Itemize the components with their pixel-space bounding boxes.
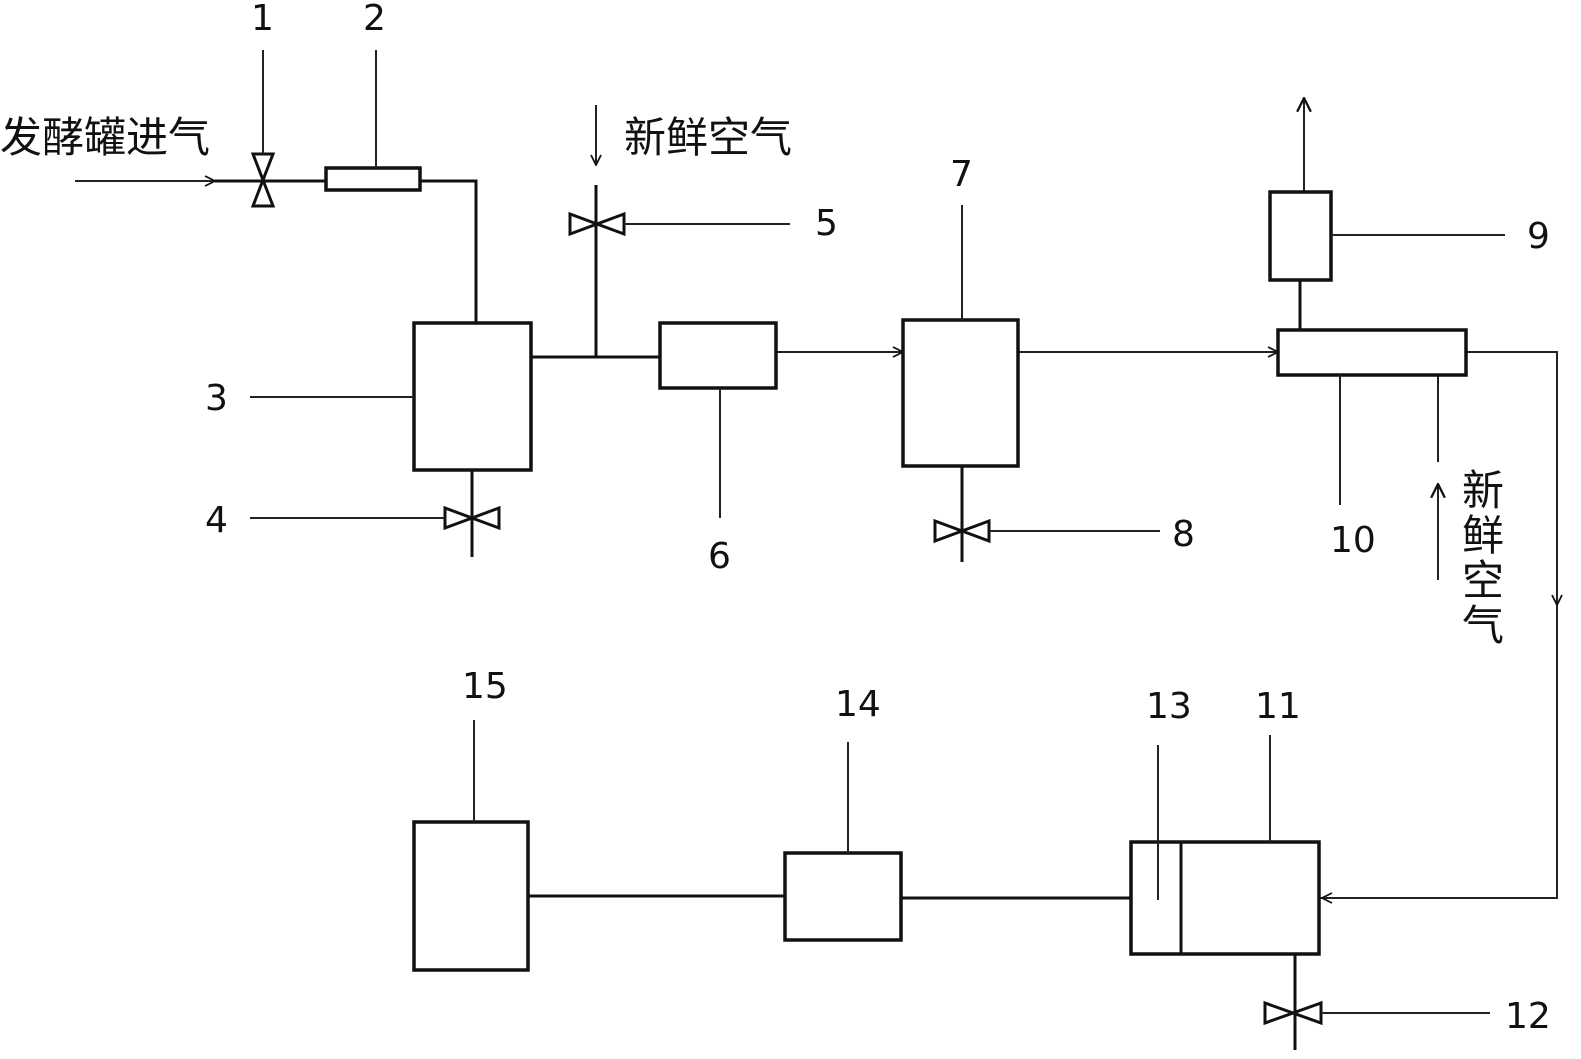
fresh-air-vertical-char-4: 气 (1462, 601, 1504, 650)
valve-12 (1263, 1000, 1323, 1026)
component-9-box (1268, 190, 1333, 282)
component-11-box (1129, 840, 1321, 956)
component-14-box (783, 851, 903, 942)
component-7-box (901, 318, 1020, 468)
label-1: 1 (251, 0, 274, 39)
label-15: 15 (462, 666, 508, 707)
label-9: 9 (1527, 216, 1550, 257)
valve-1 (250, 152, 276, 208)
label-6: 6 (708, 536, 731, 577)
label-5: 5 (815, 203, 838, 244)
label-11: 11 (1255, 686, 1301, 727)
component-10-box (1276, 328, 1468, 377)
component-2-box (324, 166, 422, 192)
label-4: 4 (205, 500, 228, 541)
fresh-air-label-vertical: 新 鲜 空 气 (1462, 466, 1504, 650)
label-10: 10 (1330, 520, 1376, 561)
label-2: 2 (363, 0, 386, 39)
pipe-10-to-11 (1320, 351, 1558, 899)
component-15-box (412, 820, 530, 972)
inlet-label: 发酵罐进气 (0, 113, 210, 162)
label-3: 3 (205, 378, 228, 419)
fresh-air-vertical-char-2: 鲜 (1462, 511, 1504, 560)
label-12: 12 (1505, 996, 1551, 1037)
label-13: 13 (1146, 686, 1192, 727)
label-7: 7 (950, 154, 973, 195)
label-8: 8 (1172, 514, 1195, 555)
valve-8 (933, 518, 991, 544)
component-6-box (658, 321, 778, 390)
fresh-air-vertical-char-1: 新 (1462, 466, 1504, 515)
label-14: 14 (835, 684, 881, 725)
fresh-air-vertical-char-3: 空 (1462, 556, 1504, 605)
component-3-box (412, 321, 533, 472)
pipe-2-to-3 (420, 179, 478, 323)
fresh-air-label-top: 新鲜空气 (624, 113, 792, 162)
